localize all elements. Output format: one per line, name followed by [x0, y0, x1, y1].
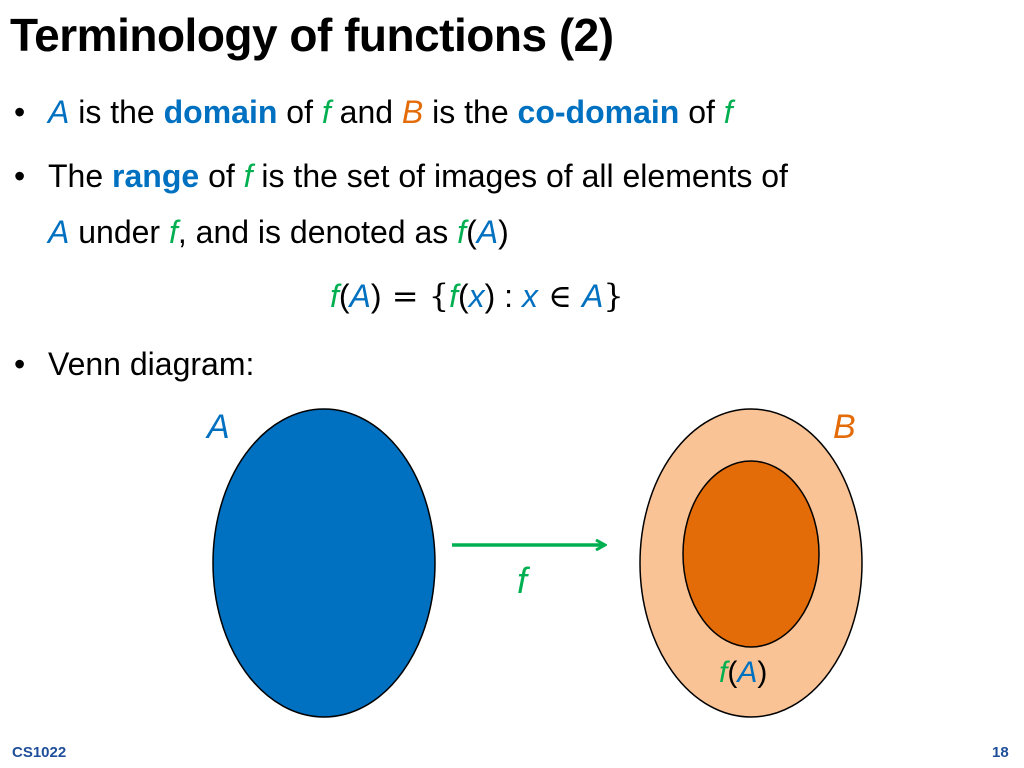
- set-a-ellipse: [212, 408, 436, 718]
- bullet-domain: •A is the domain of f and B is the co-do…: [14, 94, 733, 130]
- image-fa-ellipse: [682, 460, 820, 648]
- slide-title: Terminology of functions (2): [10, 9, 614, 61]
- bullet-range: •The range of f is the set of images of …: [14, 158, 788, 194]
- bullet-icon: •: [14, 94, 26, 130]
- bullet-icon: •: [14, 158, 26, 194]
- term-co-domain: co-domain: [517, 94, 680, 130]
- page-number: 18: [992, 744, 1009, 761]
- bullet-venn: •Venn diagram:: [14, 346, 255, 382]
- image-fa-label: f(A): [719, 656, 767, 689]
- bullet-range-continued: A under f, and is denoted as f(A): [48, 214, 509, 250]
- term-range: range: [112, 158, 200, 194]
- arrow-label: f: [517, 560, 531, 601]
- term-domain: domain: [163, 94, 278, 130]
- range-formula: f(A) = {f(x) : x ∈ A}: [330, 277, 624, 315]
- set-a-label: A: [205, 408, 230, 446]
- set-b-label: B: [833, 408, 856, 446]
- bullet-icon: •: [14, 346, 26, 382]
- footer-course-code: CS1022: [12, 744, 67, 761]
